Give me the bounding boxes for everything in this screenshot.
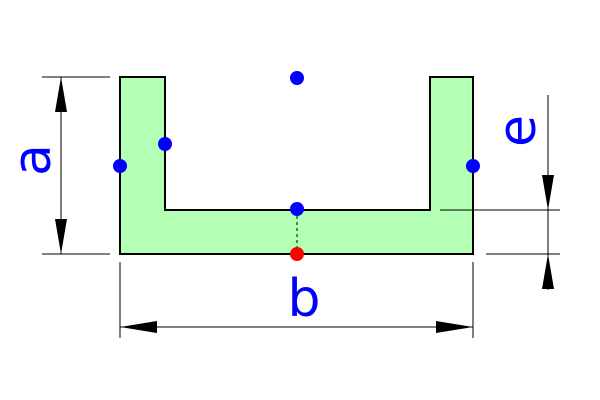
point-left-flange-outer: [113, 159, 127, 173]
arrowhead-e-top: [542, 175, 554, 210]
point-left-flange-inner: [158, 137, 172, 151]
point-right-flange-outer: [466, 159, 480, 173]
dimension-b: b: [119, 262, 474, 338]
arrowhead-a-top: [55, 77, 67, 112]
dimension-e: e: [440, 95, 560, 290]
arrowhead-b-right: [436, 321, 473, 333]
arrowhead-e-bottom: [542, 254, 554, 289]
arrowhead-a-bottom: [55, 219, 67, 254]
channel-section-shape: [119, 76, 474, 255]
dimension-label-b: b: [287, 269, 320, 329]
arrowhead-b-left: [120, 321, 157, 333]
point-top-center: [290, 71, 304, 85]
point-web-top: [290, 202, 304, 216]
point-centroid: [290, 247, 304, 261]
dimension-label-a: a: [3, 144, 63, 176]
dimension-label-e: e: [488, 115, 548, 147]
dimension-a: a: [3, 76, 110, 255]
